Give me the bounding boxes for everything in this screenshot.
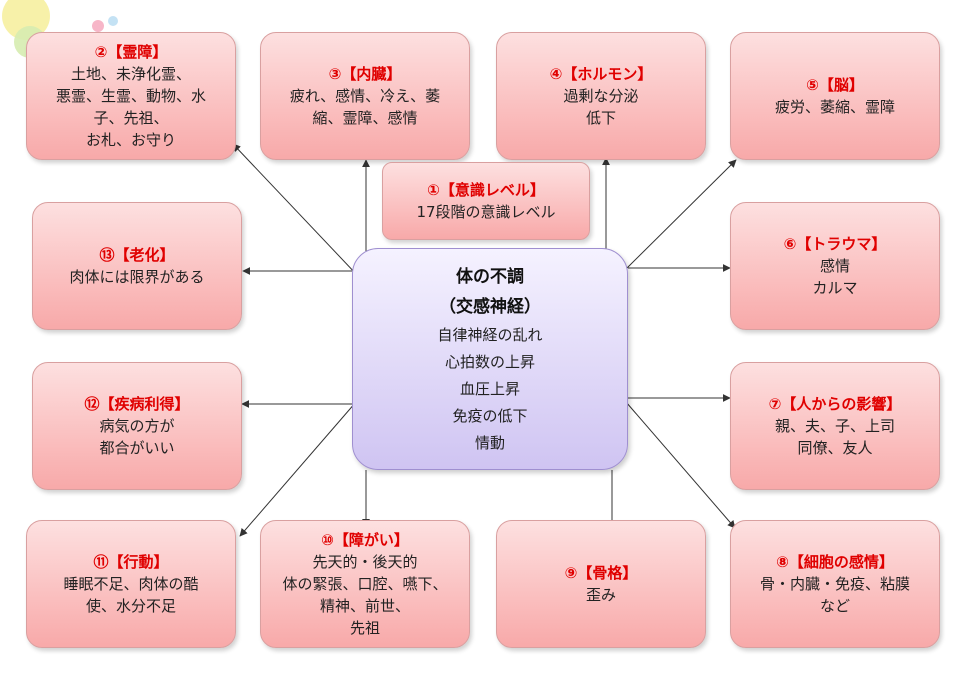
box-line: 疲労、萎縮、霊障 (774, 97, 895, 116)
box-line: 同僚、友人 (797, 438, 873, 457)
box-line: 親、夫、子、上司 (774, 416, 895, 435)
box-line: 先天的・後天的 (312, 552, 418, 571)
box-line: 感情 (819, 256, 850, 275)
center-line: 心拍数の上昇 (444, 352, 535, 371)
box-title: ⑫【疾病利得】 (84, 394, 190, 413)
box-line: カルマ (812, 278, 858, 297)
box-hito-kara-no-eikyo: ⑦【人からの影響】 親、夫、子、上司 同僚、友人 (730, 362, 940, 490)
box-line: 先祖 (349, 618, 380, 637)
box-no: ⑤【脳】 疲労、萎縮、霊障 (730, 32, 940, 160)
box-title: ⑧【細胞の感情】 (776, 552, 894, 571)
box-naizo: ③【内臓】 疲れ、感情、冷え、萎 縮、霊障、感情 (260, 32, 470, 160)
box-saibo-no-kanjo: ⑧【細胞の感情】 骨・内臓・免疫、粘膜 など (730, 520, 940, 648)
box-title: ①【意識レベル】 (427, 180, 545, 199)
box-ishiki-level: ①【意識レベル】 17段階の意識レベル (382, 162, 590, 240)
box-kodo: ⑪【行動】 睡眠不足、肉体の酷 使、水分不足 (26, 520, 236, 648)
box-title: ⑬【老化】 (99, 245, 175, 264)
box-line: 都合がいい (99, 438, 175, 457)
box-title: ⑩【障がい】 (321, 530, 409, 549)
arrow-to-b8 (625, 401, 736, 529)
box-line: 土地、未浄化霊、 (70, 64, 191, 83)
decorative-circle-blue (108, 16, 118, 26)
box-title: ⑤【脳】 (806, 75, 864, 94)
box-line: 使、水分不足 (85, 596, 176, 615)
box-hormone: ④【ホルモン】 過剰な分泌 低下 (496, 32, 706, 160)
box-line: など (819, 596, 850, 615)
box-line: 縮、霊障、感情 (312, 108, 418, 127)
box-line: お札、お守り (85, 130, 176, 149)
box-line: 疲れ、感情、冷え、萎 (289, 86, 441, 105)
box-title: ⑥【トラウマ】 (783, 234, 887, 253)
box-line: 肉体には限界がある (69, 267, 205, 286)
box-title: ⑦【人からの影響】 (768, 394, 902, 413)
box-shippei-ritoku: ⑫【疾病利得】 病気の方が 都合がいい (32, 362, 242, 490)
box-title: ⑨【骨格】 (564, 563, 638, 582)
box-line: 子、先祖、 (93, 108, 169, 127)
arrow-to-b5 (626, 159, 737, 269)
box-trauma: ⑥【トラウマ】 感情 カルマ (730, 202, 940, 330)
center-line: 情動 (474, 433, 505, 452)
box-title: ⑪【行動】 (93, 552, 169, 571)
center-line: 自律神経の乱れ (437, 325, 543, 344)
box-title: ④【ホルモン】 (549, 64, 653, 83)
box-line: 精神、前世、 (319, 596, 410, 615)
center-node: 体の不調 （交感神経） 自律神経の乱れ 心拍数の上昇 血圧上昇 免疫の低下 情動 (352, 248, 628, 470)
box-line: 過剰な分泌 (563, 86, 639, 105)
center-line: 免疫の低下 (452, 406, 528, 425)
box-line: 病気の方が (99, 416, 175, 435)
box-shogai: ⑩【障がい】 先天的・後天的 体の緊張、口腔、嚥下、 精神、前世、 先祖 (260, 520, 470, 648)
center-subtitle: （交感神経） (439, 296, 541, 317)
arrow-to-b2 (232, 143, 359, 277)
center-title: 体の不調 (456, 266, 524, 287)
box-line: 17段階の意識レベル (416, 202, 556, 221)
decorative-circle-pink (92, 20, 104, 32)
center-line: 血圧上昇 (459, 379, 520, 398)
box-line: 歪み (585, 585, 616, 604)
box-line: 悪霊、生霊、動物、水 (55, 86, 206, 105)
box-kokkaku: ⑨【骨格】 歪み (496, 520, 706, 648)
box-reisho: ②【霊障】 土地、未浄化霊、 悪霊、生霊、動物、水 子、先祖、 お札、お守り (26, 32, 236, 160)
arrow-to-b11 (239, 401, 357, 537)
box-title: ②【霊障】 (94, 42, 168, 61)
box-roka: ⑬【老化】 肉体には限界がある (32, 202, 242, 330)
box-line: 体の緊張、口腔、嚥下、 (282, 574, 448, 593)
box-line: 睡眠不足、肉体の酷 (63, 574, 199, 593)
box-title: ③【内臓】 (328, 64, 402, 83)
box-line: 低下 (585, 108, 616, 127)
box-line: 骨・内臓・免疫、粘膜 (759, 574, 910, 593)
